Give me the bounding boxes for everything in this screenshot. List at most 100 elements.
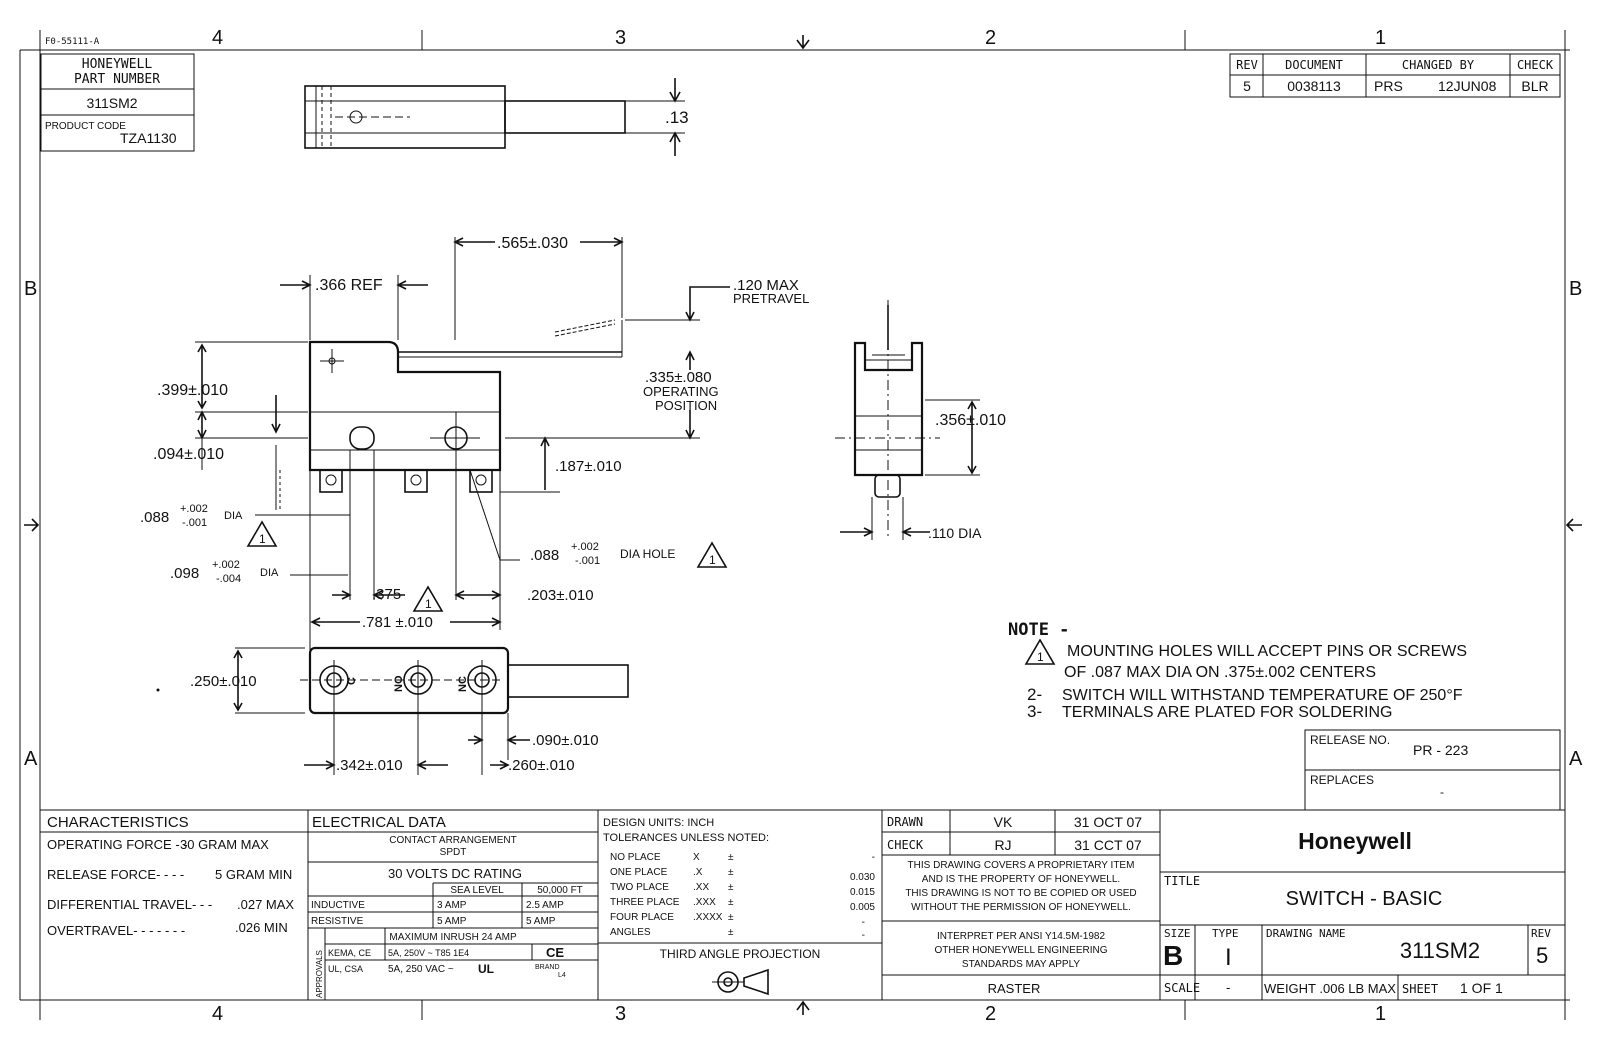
changed-date-value: 12JUN08 (1438, 78, 1497, 94)
dim-366: .366 REF (315, 277, 383, 294)
dim-565: .565±.030 (497, 235, 568, 252)
note-title: NOTE - (1008, 620, 1069, 640)
tol-label-2: TWO PLACE (610, 882, 669, 893)
note-2: SWITCH WILL WITHSTAND TEMPERATURE OF 250… (1062, 687, 1463, 704)
dim-op-2: OPERATING (643, 384, 719, 399)
zone-top-1: 1 (1375, 27, 1386, 49)
tol-x-0: X (693, 852, 700, 863)
document-header: DOCUMENT (1285, 58, 1343, 72)
part-label-2: PART NUMBER (74, 72, 160, 87)
proprietary-2: AND IS THE PROPERTY OF HONEYWELL. (922, 874, 1120, 885)
dim-pretravel-2: PRETRAVEL (733, 291, 809, 306)
raster-label: RASTER (988, 981, 1041, 996)
check-value: BLR (1521, 78, 1548, 94)
part-label-1: HONEYWELL (82, 57, 153, 72)
dim-250: .250±.010 (190, 673, 257, 690)
part-number-box: HONEYWELL PART NUMBER 311SM2 PRODUCT COD… (40, 53, 195, 152)
overtravel-value: .026 MIN (235, 920, 288, 935)
tol-val-3: 0.005 (850, 902, 875, 913)
electrical-data-table: ELECTRICAL DATA CONTACT ARRANGEMENT SPDT… (308, 814, 598, 1000)
scale-label: SCALE (1164, 981, 1200, 995)
inductive-label: INDUCTIVE (311, 900, 365, 911)
size-label: SIZE (1164, 927, 1191, 940)
changed-by-value: PRS (1374, 78, 1403, 94)
zone-top-2: 2 (985, 27, 996, 49)
tol-val-2: 0.015 (850, 887, 875, 898)
tol-pm-2: ± (728, 882, 734, 893)
warning-icon-3: 1 (425, 597, 432, 611)
tol-label-4: FOUR PLACE (610, 912, 674, 923)
dim-088-base: .088 (140, 509, 169, 526)
drawing-border (19, 30, 1582, 1020)
ul-label: UL, CSA (328, 964, 363, 974)
projection-label: THIRD ANGLE PROJECTION (660, 947, 821, 961)
dim-110: .110 DIA (928, 525, 982, 541)
drawing-name: 311SM2 (1400, 938, 1480, 963)
release-force-value: 5 GRAM MIN (215, 867, 292, 882)
operating-force-value: 30 GRAM MAX (180, 837, 269, 852)
dim-203: .203±.010 (527, 587, 594, 604)
zone-top-4: 4 (212, 27, 223, 49)
drawn-by: VK (994, 814, 1013, 830)
note-1-line-2: OF .087 MAX DIA ON .375±.002 CENTERS (1064, 664, 1376, 681)
terminal-c: C (346, 677, 358, 685)
note-3: TERMINALS ARE PLATED FOR SOLDERING (1062, 704, 1392, 721)
changed-by-header: CHANGED BY (1402, 58, 1475, 72)
zone-bottom-4: 4 (212, 1003, 223, 1025)
tol-label-5: ANGLES (610, 927, 651, 938)
differential-travel-value: .027 MAX (237, 897, 294, 912)
resistive-ft: 5 AMP (526, 916, 556, 927)
tol-x-2: .XX (693, 882, 709, 893)
replaces-label: REPLACES (1310, 773, 1374, 787)
sheet-label: SHEET (1402, 982, 1438, 996)
dim-098-dn: -.004 (216, 573, 241, 585)
electrical-title: ELECTRICAL DATA (312, 814, 446, 831)
zone-left-b: B (24, 278, 37, 300)
dim-pretravel-1: .120 MAX (733, 277, 799, 294)
tolerance-rows: NO PLACE X ± - ONE PLACE .X ± 0.030 TWO … (610, 852, 875, 941)
type-value: I (1225, 944, 1232, 971)
warning-icon-1: 1 (259, 532, 266, 546)
tol-pm-1: ± (728, 867, 734, 878)
title-block-grid (40, 809, 1565, 1000)
tol-val-1: 0.030 (850, 872, 875, 883)
release-label: RELEASE NO. (1310, 733, 1390, 747)
tol-pm-4: ± (728, 912, 734, 923)
dim-hole-up: +.002 (571, 541, 599, 553)
resistive-sea: 5 AMP (437, 916, 467, 927)
warning-symbols: 1 1 1 1 (246, 520, 1056, 665)
tol-val-0: - (872, 852, 875, 863)
dim-op-3: POSITION (655, 398, 717, 413)
altitude-header: 50,000 FT (537, 885, 583, 896)
dim-342: .342±.010 (336, 757, 403, 774)
tol-val-5: - (862, 930, 865, 941)
title-block: Honeywell TITLE SWITCH - BASIC SIZE B TY… (1160, 828, 1565, 1000)
weight: WEIGHT .006 LB MAX (1264, 981, 1396, 996)
ce-mark: CE (546, 945, 564, 960)
tol-pm-0: ± (728, 852, 734, 863)
tol-val-4: - (862, 917, 865, 928)
product-code-label: PRODUCT CODE (45, 121, 126, 132)
tol-x-4: .XXXX (693, 912, 723, 923)
check-date: 31 CCT 07 (1074, 837, 1142, 853)
tol-pm-3: ± (728, 897, 734, 908)
rev-header: REV (1236, 58, 1258, 72)
overtravel-label: OVERTRAVEL- - - - - - - (47, 923, 185, 938)
dim-098-dia: DIA (260, 567, 279, 579)
check-by: RJ (994, 837, 1011, 853)
replaces-value: - (1440, 785, 1444, 799)
operating-force-label: OPERATING FORCE - - (47, 837, 188, 852)
bottom-view (156, 646, 629, 775)
ul-value: 5A, 250 VAC ~ (388, 964, 454, 975)
max-inrush: MAXIMUM INRUSH 24 AMP (389, 932, 517, 943)
release-number: PR - 223 (1413, 742, 1468, 758)
top-view (304, 78, 685, 156)
honeywell-logo: Honeywell (1298, 828, 1412, 854)
scale-value: - (1226, 980, 1230, 995)
dim-op-1: .335±.080 (645, 369, 712, 386)
ansi-2: OTHER HONEYWELL ENGINEERING (935, 945, 1108, 956)
dim-top-thickness: .13 (665, 108, 689, 127)
zone-bottom-3: 3 (615, 1003, 626, 1025)
proprietary-4: WITHOUT THE PERMISSION OF HONEYWELL. (911, 902, 1131, 913)
zone-right-a: A (1569, 748, 1583, 770)
